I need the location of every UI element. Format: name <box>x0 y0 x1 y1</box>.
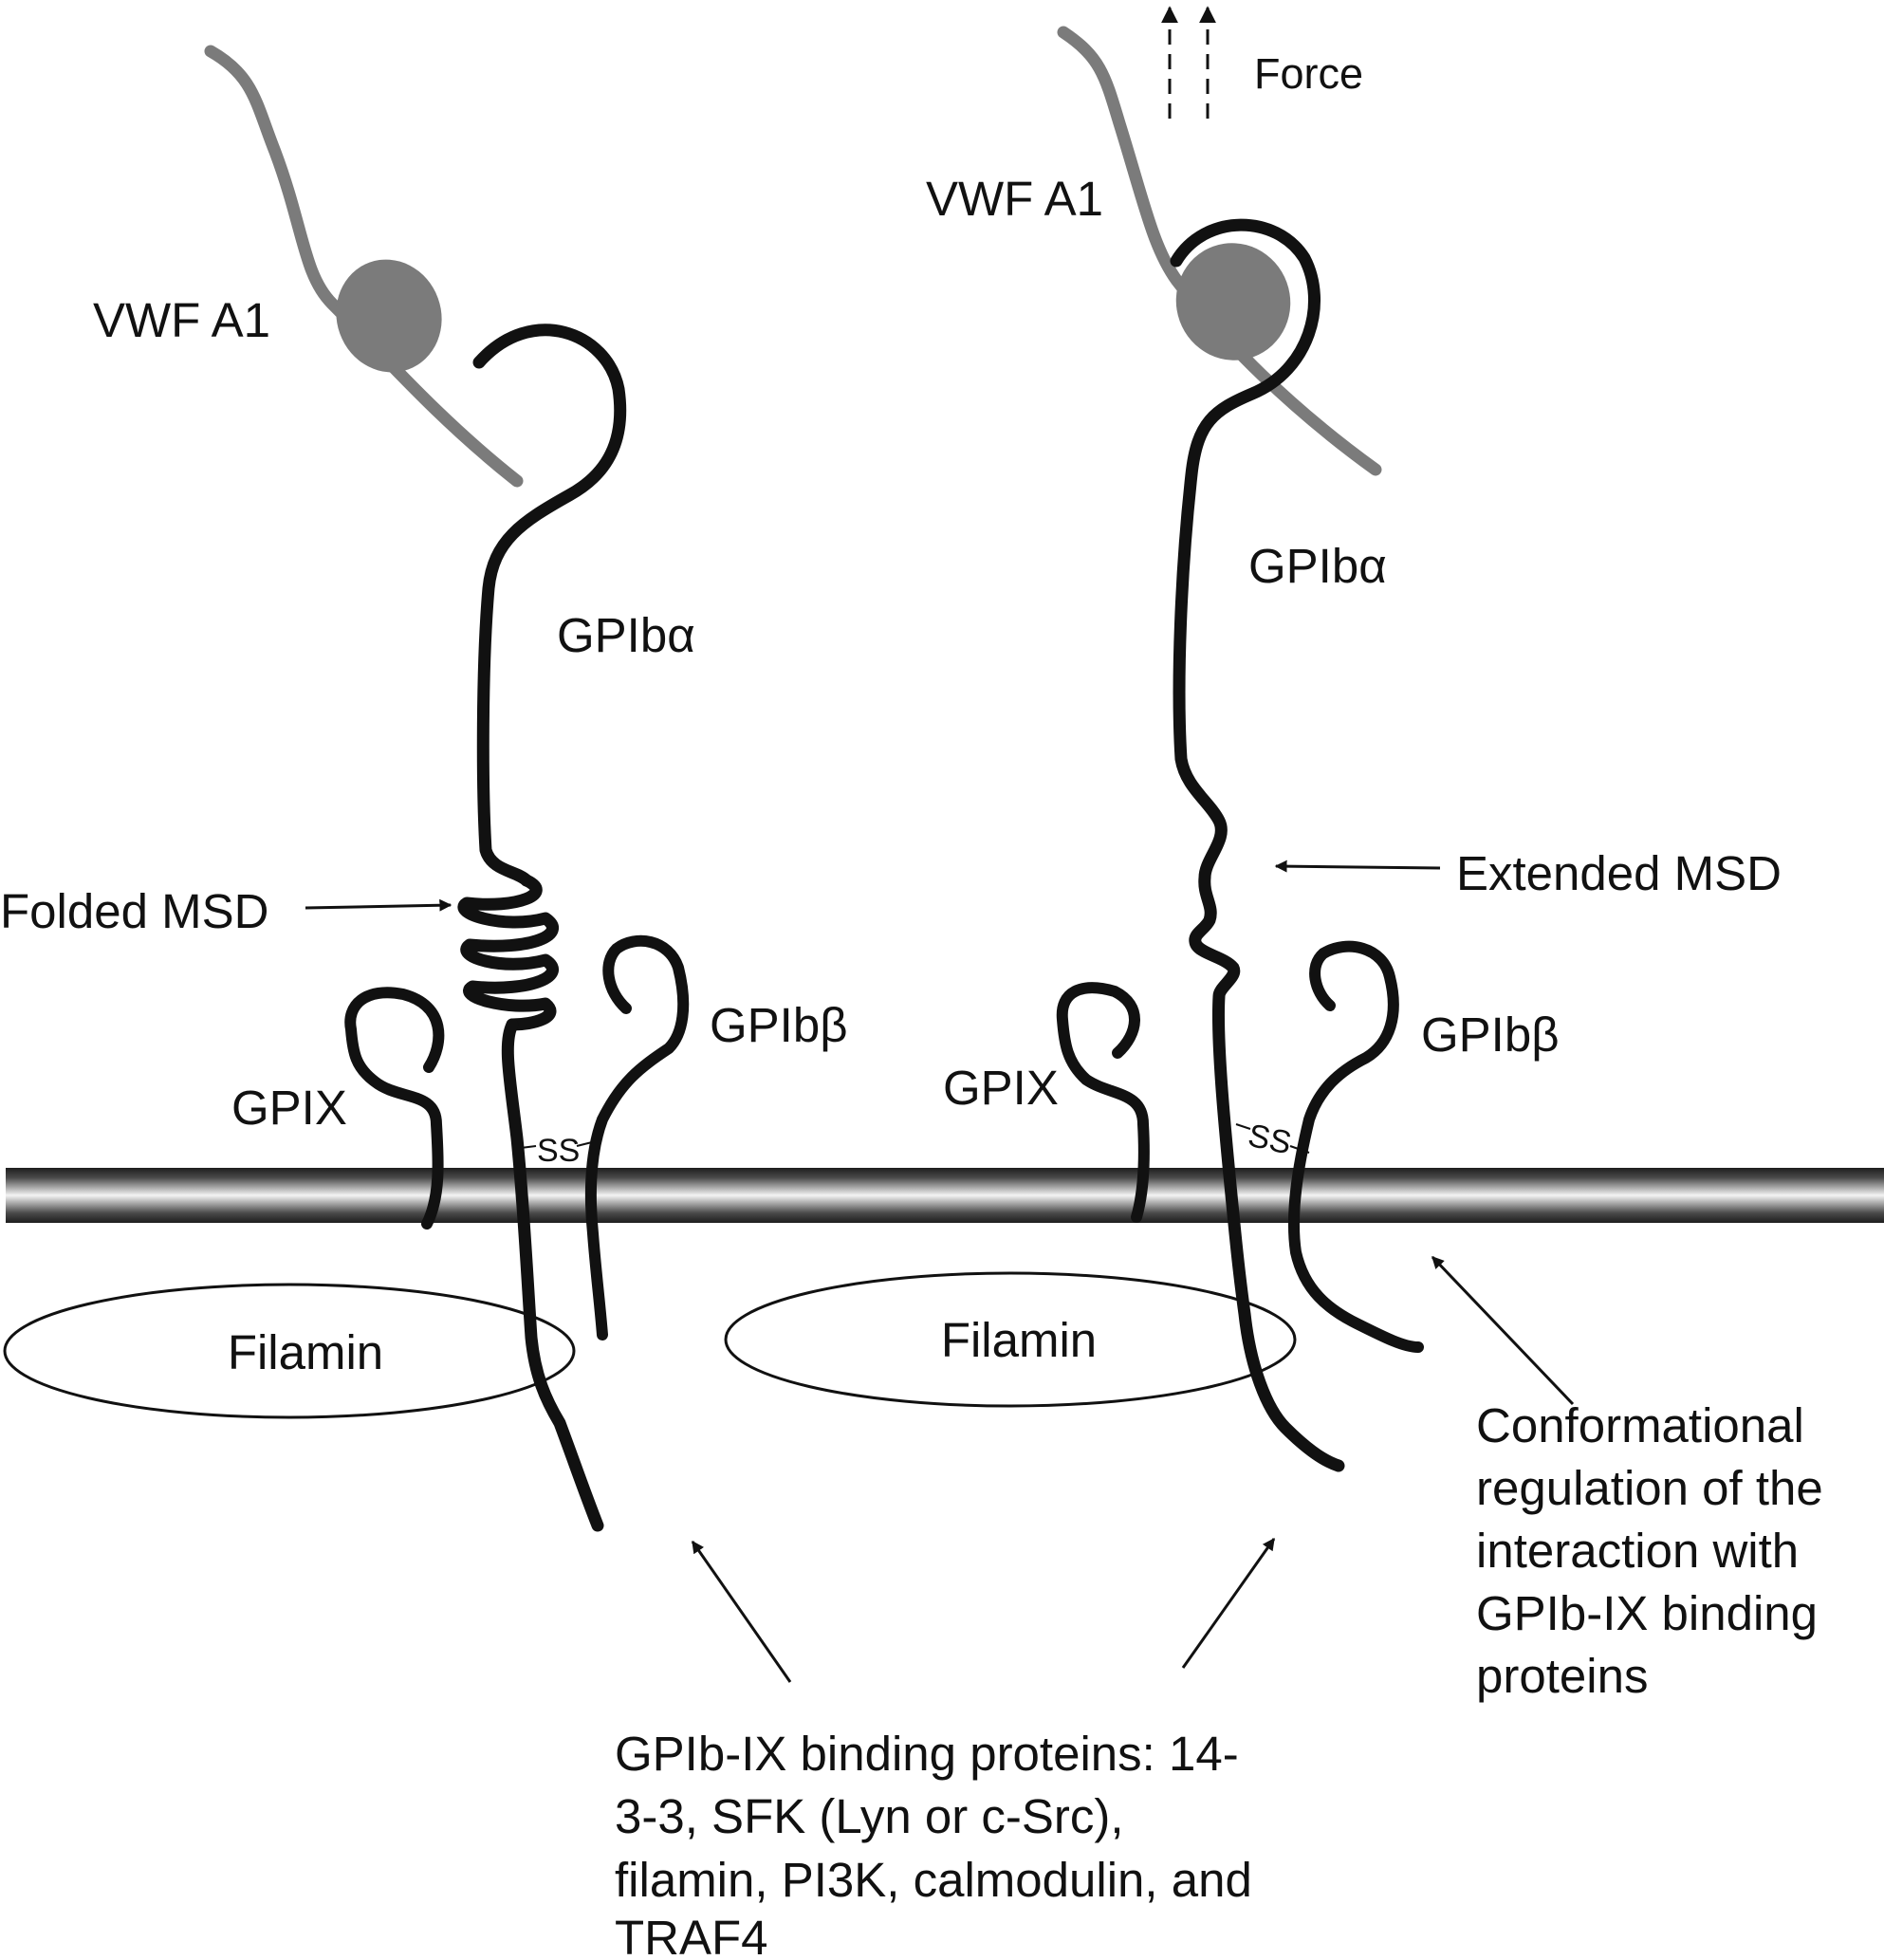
folded-msd-coil <box>457 874 559 1031</box>
conformational-note-line: Conformational <box>1476 1398 1804 1452</box>
gpibb-chain-left <box>584 934 690 1341</box>
filamin-left <box>3 1283 576 1419</box>
binding-arrow-right <box>1181 1537 1276 1669</box>
folded-msd-arrow <box>305 898 453 912</box>
filamin-right-label: Filamin <box>941 1313 1097 1367</box>
filamin-left-label: Filamin <box>228 1325 383 1379</box>
gpibb-label-right: GPIbβ <box>1421 1008 1560 1062</box>
gpix-label-left: GPIX <box>231 1081 347 1135</box>
conformational-note-line: regulation of the <box>1476 1461 1823 1515</box>
gpiba-tail-left <box>501 1018 604 1532</box>
gpix-chain-left <box>344 987 445 1230</box>
conformational-note-line: GPIb-IX binding <box>1476 1586 1818 1640</box>
force-label: Force <box>1254 49 1363 98</box>
binding-arrow-left <box>691 1540 792 1683</box>
gpibb-chain-right <box>1287 940 1424 1353</box>
conformational-note: Conformational regulation of the interac… <box>1476 1398 1823 1703</box>
conformational-note-line: proteins <box>1476 1649 1648 1703</box>
disulfide-bond-left-b <box>576 1141 593 1147</box>
vwf-strand-right <box>1057 26 1382 476</box>
disulfide-bond-right-a <box>1235 1123 1251 1130</box>
cell-membrane <box>6 1168 1884 1223</box>
gpix-label-right: GPIX <box>943 1061 1059 1115</box>
vwf-a1-label-left: VWF A1 <box>93 293 270 347</box>
vwf-a1-label-right: VWF A1 <box>926 172 1103 226</box>
binding-proteins-note-line: 3-3, SFK (Lyn or c-Src), <box>615 1789 1124 1843</box>
gpiba-label-right: GPIbα <box>1248 539 1387 593</box>
disulfide-bond-left-a <box>520 1145 537 1149</box>
conformational-arrow <box>1431 1255 1575 1406</box>
binding-proteins-note-line: GPIb-IX binding proteins: 14- <box>615 1727 1239 1781</box>
gpix-chain-right <box>1056 982 1150 1223</box>
binding-proteins-note-line: filamin, PI3K, calmodulin, and <box>615 1853 1252 1907</box>
disulfide-label-right: SS <box>1245 1118 1294 1162</box>
extended-msd-arrow <box>1274 860 1441 873</box>
gpiba-label-left: GPIbα <box>557 608 695 662</box>
gpibb-label-left: GPIbβ <box>710 998 848 1052</box>
gpiba-chain-left <box>472 324 627 887</box>
binding-proteins-note-line: TRAF4 <box>615 1911 768 1960</box>
binding-proteins-note: GPIb-IX binding proteins: 14- 3-3, SFK (… <box>615 1727 1252 1960</box>
gpiba-chain-right <box>1170 218 1345 1472</box>
extended-msd-label: Extended MSD <box>1456 846 1782 900</box>
vwf-a1-domain-right <box>1175 243 1291 361</box>
filamin-right <box>724 1271 1297 1408</box>
disulfide-label-left: SS <box>537 1133 580 1169</box>
folded-msd-label: Folded MSD <box>0 884 268 938</box>
disulfide-bond-right-b <box>1289 1145 1310 1154</box>
vwf-a1-domain-left <box>336 259 442 373</box>
conformational-note-line: interaction with <box>1476 1524 1799 1578</box>
vwf-strand-left <box>204 45 524 488</box>
